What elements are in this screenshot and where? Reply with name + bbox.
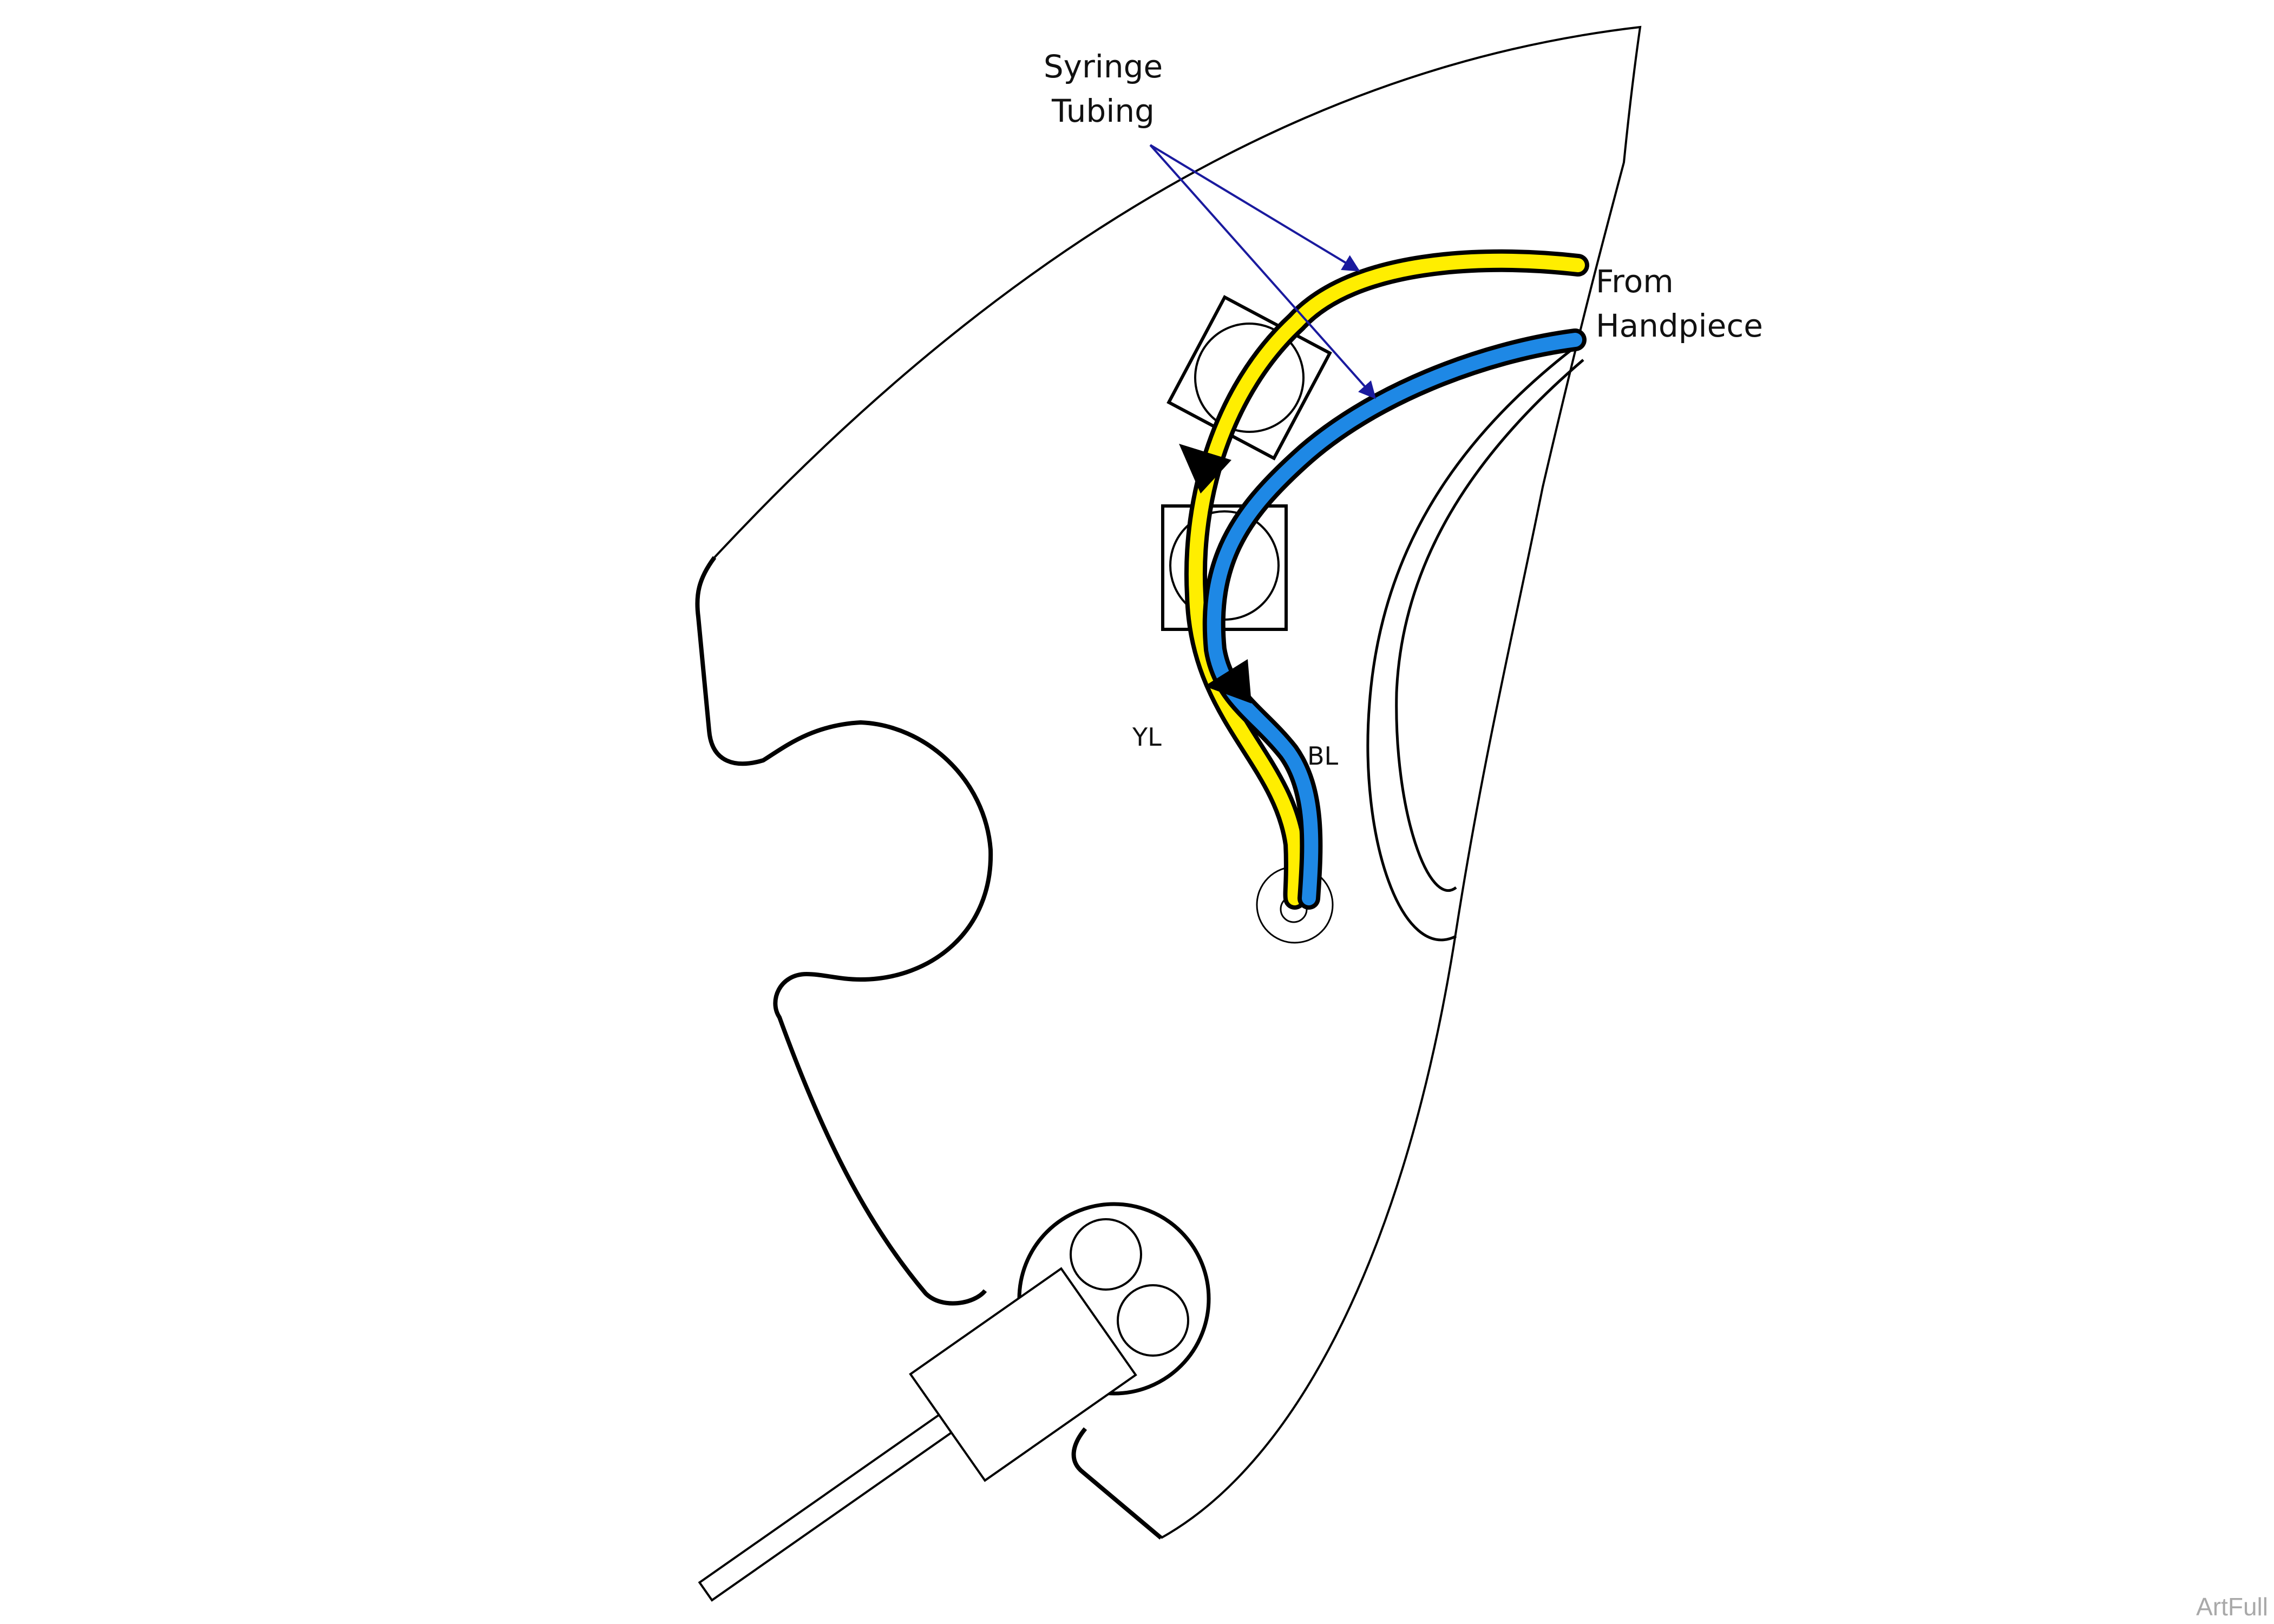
bracket-outer-bold-edge — [695, 556, 1163, 1540]
bracket-body — [695, 25, 1642, 1540]
syringe-tubing-label-line2: Tubing — [1051, 93, 1155, 129]
yellow-flow-arrow — [1179, 444, 1231, 494]
from-handpiece-label-line1: From — [1596, 263, 1674, 300]
syringe-tubing-pointers — [1149, 144, 1377, 399]
syringe-tubing-label-line1: Syringe — [1044, 48, 1163, 85]
curved-slot — [1366, 348, 1584, 942]
from-handpiece-label-line2: Handpiece — [1596, 307, 1763, 344]
bracket-outer-thin-edge — [713, 25, 1642, 1539]
blue-flow-arrow — [1204, 659, 1251, 703]
lever-arm — [698, 1267, 1137, 1602]
yellow-tube-code-label: YL — [1132, 722, 1162, 752]
blue-tube-code-label: BL — [1307, 741, 1339, 771]
yellow-tube — [1184, 249, 1589, 910]
blue-tube — [1202, 328, 1587, 910]
watermark: ArtFull — [2196, 1593, 2268, 1621]
